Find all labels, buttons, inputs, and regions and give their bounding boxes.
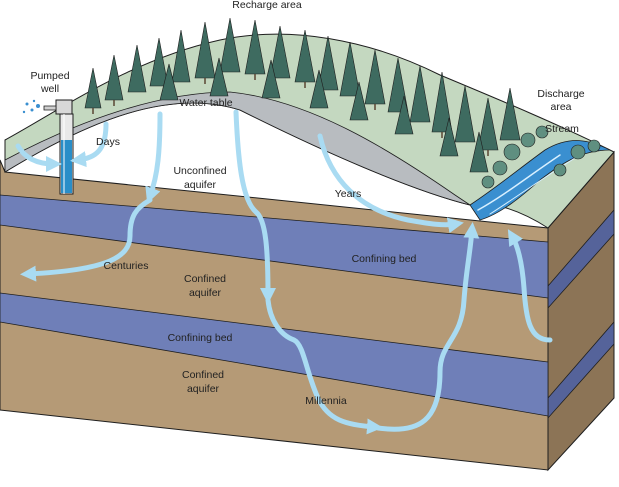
flow-arrow-deep-down bbox=[233, 109, 276, 305]
label-discharge-area-line2: area bbox=[550, 101, 571, 113]
label-unconfined-aquifer-line2: aquifer bbox=[184, 179, 217, 191]
flow-arrow-years bbox=[317, 133, 464, 234]
label-millennia: Millennia bbox=[305, 395, 347, 407]
label-confined-aquifer-upper-line2: aquifer bbox=[189, 287, 222, 299]
label-pumped-well-line1: Pumped bbox=[30, 70, 69, 82]
forest bbox=[84, 17, 601, 189]
label-unconfined-aquifer-line1: Unconfined bbox=[173, 165, 226, 177]
label-centuries: Centuries bbox=[104, 260, 149, 272]
label-confined-aquifer-upper-line1: Confined bbox=[184, 273, 226, 285]
label-pumped-well-line2: well bbox=[40, 83, 59, 95]
label-recharge-area: Recharge area bbox=[232, 0, 302, 11]
block-side-face bbox=[547, 150, 615, 472]
flow-arrow-centuries bbox=[20, 197, 153, 282]
pumped-well bbox=[22, 99, 74, 195]
label-years: Years bbox=[335, 188, 361, 200]
stream-channel bbox=[469, 140, 611, 221]
flow-arrow-unconfined bbox=[145, 111, 163, 204]
confining-bed-lower bbox=[0, 292, 548, 417]
label-confined-aquifer-lower-line2: aquifer bbox=[187, 383, 220, 395]
flow-arrow-up-to-stream bbox=[375, 222, 480, 432]
label-stream: Stream bbox=[545, 123, 579, 135]
label-discharge-area-line1: Discharge bbox=[537, 88, 584, 100]
flow-arrow-millennia bbox=[265, 297, 383, 435]
flow-arrow-discharge-right bbox=[507, 229, 553, 343]
flow-arrows bbox=[15, 109, 553, 435]
flow-arrow-days-left bbox=[15, 143, 62, 172]
labels: Recharge area Pumped well Discharge area… bbox=[30, 0, 584, 407]
confining-bed-upper bbox=[0, 194, 548, 299]
label-confining-bed-lower: Confining bed bbox=[168, 332, 233, 344]
well-water bbox=[61, 140, 72, 193]
label-days: Days bbox=[96, 136, 120, 148]
label-confined-aquifer-lower-line1: Confined bbox=[182, 369, 224, 381]
block-front-face bbox=[0, 159, 549, 471]
flow-arrow-days-right bbox=[70, 121, 109, 168]
label-confining-bed-upper: Confining bed bbox=[352, 253, 417, 265]
label-water-table: Water table bbox=[179, 97, 232, 109]
